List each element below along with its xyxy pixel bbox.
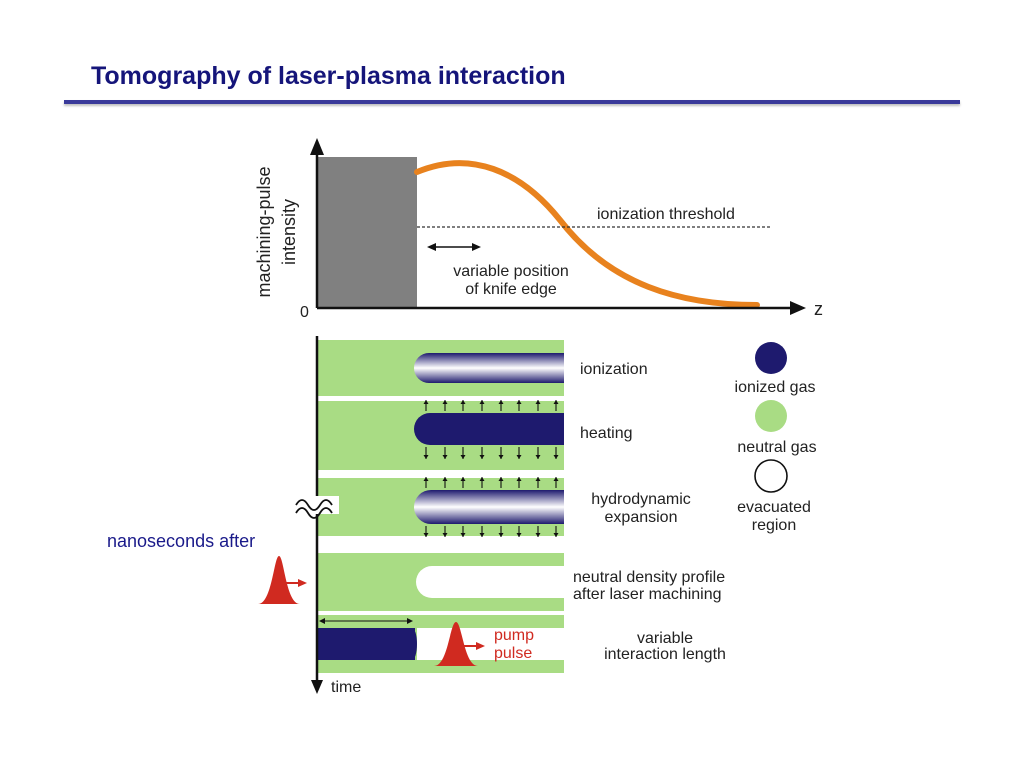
expansion-arrowhead	[460, 477, 466, 481]
axis-y-label-line1: machining-pulse	[254, 166, 274, 297]
interaction-gap	[417, 628, 564, 660]
expansion-arrowhead	[423, 533, 429, 537]
legend-swatch-ionized-gas	[755, 342, 787, 374]
pulse-intensity-curve	[414, 160, 760, 308]
legend-label-neutral-gas: neutral gas	[737, 439, 816, 456]
knife-edge-block	[318, 157, 417, 307]
pump-label-line2: pulse	[494, 645, 532, 662]
ionized-length-bar-end	[407, 628, 417, 660]
expansion-arrowhead	[479, 533, 485, 537]
heating-arrowhead	[516, 400, 522, 404]
heating-arrowhead	[535, 455, 541, 459]
expansion-arrowhead	[535, 533, 541, 537]
ionized-length-bar	[318, 628, 415, 660]
interaction-length-arrow-left	[319, 618, 325, 624]
row-label-profile-line2: after laser machining	[573, 586, 722, 603]
axis-y-label-line2: intensity	[279, 199, 299, 265]
heating-arrowhead	[553, 455, 559, 459]
heating-channel-edge	[540, 413, 564, 445]
row-label-interaction-line2: interaction length	[604, 646, 726, 663]
time-axis-arrow	[311, 680, 323, 694]
ionization-channel	[414, 353, 564, 383]
expansion-arrowhead	[479, 477, 485, 481]
row-label-expansion-line2: expansion	[605, 509, 678, 526]
knife-label-line1: variable position	[453, 263, 569, 280]
axis-origin-label: 0	[300, 304, 309, 321]
expansion-arrowhead	[535, 477, 541, 481]
double-arrow-right-head	[472, 243, 481, 251]
expansion-arrowhead	[442, 533, 448, 537]
row-label-profile-line1: neutral density profile	[573, 569, 725, 586]
double-arrow-left-head	[427, 243, 436, 251]
time-label: time	[331, 679, 361, 696]
heating-arrowhead	[516, 455, 522, 459]
evacuated-channel	[416, 566, 564, 598]
pump-pulse-shape	[434, 622, 478, 666]
nanoseconds-after-label: nanoseconds after	[107, 531, 255, 551]
heating-arrowhead	[535, 400, 541, 404]
title-divider	[64, 100, 960, 104]
heating-arrowhead	[460, 455, 466, 459]
knife-label-line2: of knife edge	[465, 281, 557, 298]
time-break-symbol	[295, 499, 333, 519]
expansion-channel	[414, 490, 564, 524]
row-label-ionization: ionization	[580, 361, 648, 378]
z-axis-arrow	[790, 301, 806, 315]
interaction-length-arrow-right	[407, 618, 413, 624]
expansion-channel-edge	[540, 490, 564, 524]
heating-arrowhead	[442, 455, 448, 459]
process-panel: time nanoseconds after pump pulse ioniza…	[107, 336, 726, 696]
heating-arrowhead	[498, 455, 504, 459]
ionization-channel-edge	[540, 353, 564, 383]
legend-label-ionized-gas: ionized gas	[735, 379, 816, 396]
expansion-arrowhead	[498, 533, 504, 537]
legend-label-evacuated-line2: region	[752, 517, 796, 534]
expansion-arrowhead	[516, 533, 522, 537]
heating-arrowhead	[498, 400, 504, 404]
legend-label-evacuated-line1: evacuated	[737, 499, 811, 516]
heating-arrowhead	[460, 400, 466, 404]
row-label-heating: heating	[580, 425, 633, 442]
expansion-arrowhead	[553, 477, 559, 481]
intensity-axis-arrow	[310, 138, 324, 155]
slide-title: Tomography of laser-plasma interaction	[91, 62, 566, 90]
intensity-plot: machining-pulse intensity 0 z ionization…	[254, 138, 823, 321]
gas-strip-heating-lower	[318, 470, 564, 478]
heating-arrowhead	[423, 455, 429, 459]
heating-arrows	[423, 400, 559, 459]
ionization-threshold-label: ionization threshold	[597, 206, 735, 223]
legend-swatch-evacuated	[754, 459, 788, 493]
expansion-arrowhead	[516, 477, 522, 481]
evacuated-channel-edge	[540, 566, 564, 598]
heating-arrowhead	[479, 400, 485, 404]
expansion-arrowhead	[460, 533, 466, 537]
row-label-interaction-line1: variable	[637, 630, 693, 647]
expansion-arrowhead	[553, 533, 559, 537]
time-break-mask	[295, 496, 339, 514]
heating-arrowhead	[442, 400, 448, 404]
axis-z-label: z	[814, 299, 823, 319]
expansion-arrowhead	[423, 477, 429, 481]
pump-pulse-arrowhead	[476, 642, 485, 650]
side-pulse-shape	[258, 556, 300, 604]
expansion-arrowhead	[442, 477, 448, 481]
expansion-arrowhead	[498, 477, 504, 481]
expansion-arrows	[423, 477, 559, 537]
legend: ionized gas neutral gas evacuated region	[735, 342, 817, 534]
heating-arrowhead	[553, 400, 559, 404]
row-label-expansion-line1: hydrodynamic	[591, 491, 691, 508]
legend-swatch-neutral-gas	[755, 400, 787, 432]
side-pulse-arrowhead	[298, 579, 307, 587]
pump-label-line1: pump	[494, 627, 534, 644]
heating-channel	[414, 413, 564, 445]
heating-arrowhead	[479, 455, 485, 459]
heating-arrowhead	[423, 400, 429, 404]
gas-strip-expansion-top	[318, 458, 564, 470]
